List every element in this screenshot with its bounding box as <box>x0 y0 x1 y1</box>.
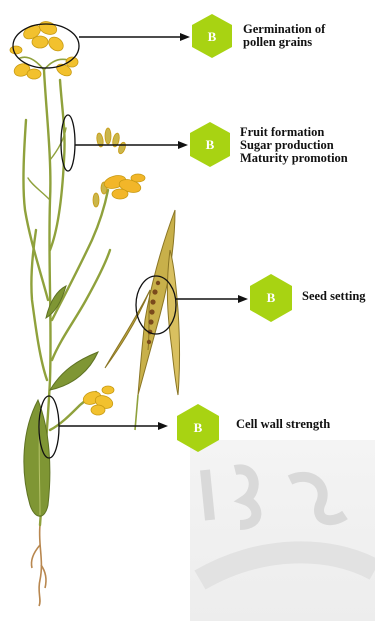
badges: B B B B <box>177 14 292 452</box>
roots <box>31 525 45 606</box>
cellwall-label-line: Cell wall strength <box>236 418 330 431</box>
flowers <box>10 19 145 415</box>
seed-label-line: Seed setting <box>302 290 366 303</box>
pollen-label: Germination of pollen grains <box>243 23 325 49</box>
watermark <box>200 469 375 580</box>
pollen-badge: B <box>192 14 232 58</box>
fruit-label: Fruit formation Sugar production Maturit… <box>240 126 348 165</box>
cellwall-badge: B <box>177 404 219 452</box>
svg-text:B: B <box>194 420 203 435</box>
cellwall-label: Cell wall strength <box>236 418 330 431</box>
seed-badge: B <box>250 274 292 322</box>
fruit-highlight <box>61 115 75 171</box>
seed-label: Seed setting <box>302 290 366 303</box>
pollen-label-line: pollen grains <box>243 36 325 49</box>
seed-pods <box>105 210 180 430</box>
svg-text:B: B <box>206 137 215 152</box>
fruit-label-line: Maturity promotion <box>240 152 348 165</box>
fruit-badge: B <box>190 122 230 167</box>
svg-text:B: B <box>208 29 217 44</box>
svg-text:B: B <box>267 290 276 305</box>
arrows <box>59 33 248 430</box>
